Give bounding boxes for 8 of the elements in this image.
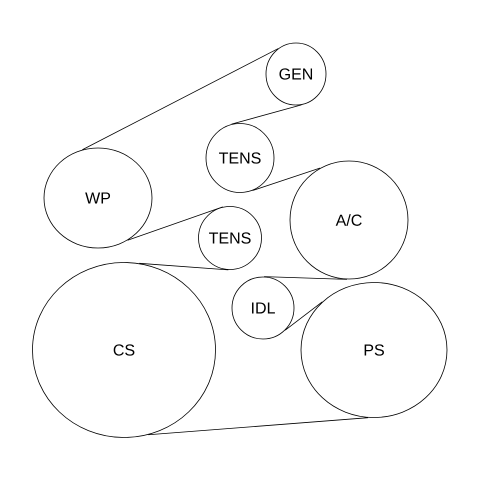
belt-line bbox=[138, 262, 229, 270]
belt-line bbox=[252, 168, 321, 191]
belt-line bbox=[284, 301, 323, 331]
belt-line bbox=[148, 417, 368, 436]
belt-line bbox=[264, 276, 348, 280]
belt-line bbox=[231, 104, 302, 125]
belt-line bbox=[127, 206, 224, 241]
belt-line bbox=[82, 48, 279, 150]
